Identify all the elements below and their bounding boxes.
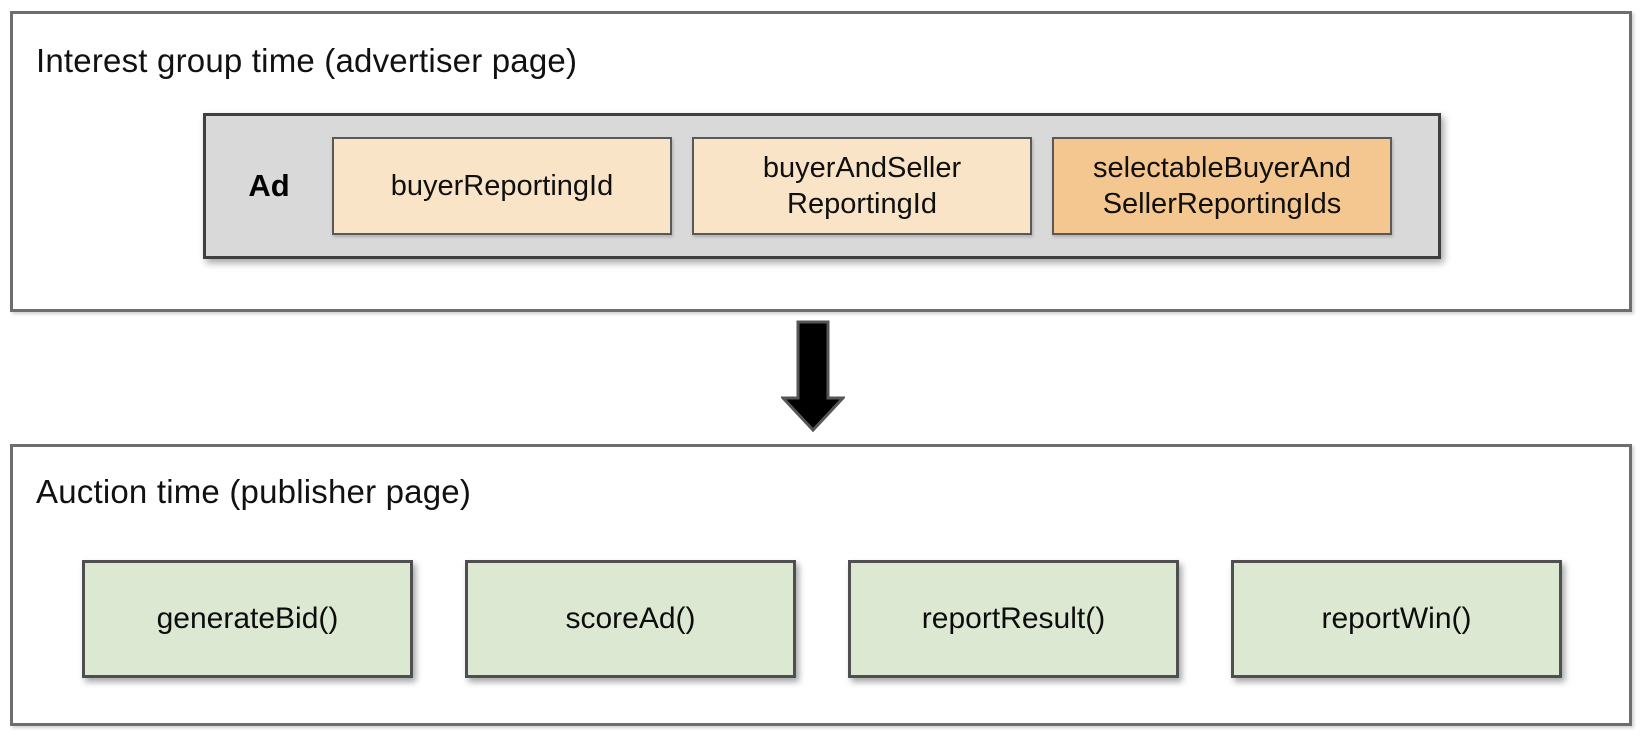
generate-bid-box: generateBid(): [82, 560, 413, 678]
report-result-box: reportResult(): [848, 560, 1179, 678]
auction-function-row: generateBid() scoreAd() reportResult() r…: [82, 560, 1562, 678]
buyer-reporting-id-box: buyerReportingId: [332, 137, 672, 235]
buyer-and-seller-reporting-id-box: buyerAndSeller ReportingId: [692, 137, 1032, 235]
auction-section: Auction time (publisher page) generateBi…: [10, 444, 1632, 726]
auction-section-title: Auction time (publisher page): [36, 473, 472, 510]
reporting-id-box-row: buyerReportingId buyerAndSeller Reportin…: [332, 137, 1392, 235]
selectable-buyer-and-seller-reporting-ids-box: selectableBuyerAnd SellerReportingIds: [1052, 137, 1392, 235]
score-ad-box: scoreAd(): [465, 560, 796, 678]
interest-group-section-title: Interest group time (advertiser page): [36, 42, 578, 79]
ad-label: Ad: [248, 168, 290, 203]
ad-container: Ad buyerReportingId buyerAndSeller Repor…: [203, 113, 1441, 259]
report-win-box: reportWin(): [1231, 560, 1562, 678]
down-arrow-icon: [781, 320, 845, 433]
interest-group-section: Interest group time (advertiser page) Ad…: [10, 11, 1632, 312]
